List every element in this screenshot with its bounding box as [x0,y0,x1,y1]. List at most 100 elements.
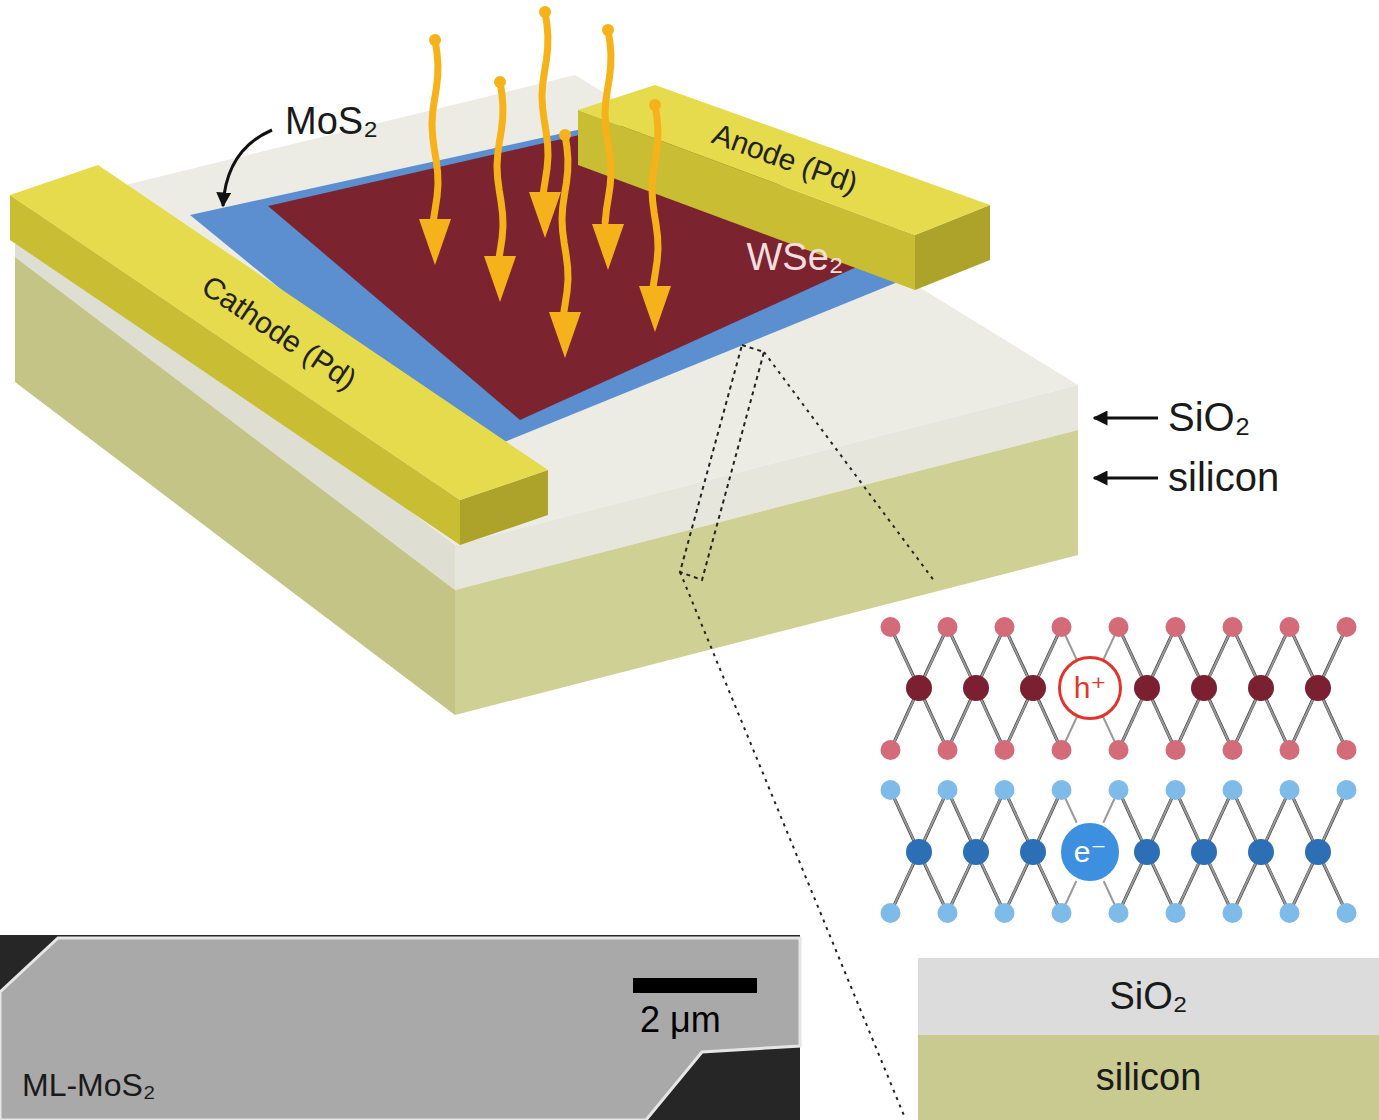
wse2-lattice-chalcogen [938,740,958,760]
mos2-lattice-chalcogen [1052,903,1072,923]
wse2-lattice-bond [1176,627,1233,750]
wse2-lattice-bond [948,627,1005,750]
mos2-lattice-bond [891,790,948,913]
light-ray [497,82,503,262]
wse2-lattice-bond [891,627,948,750]
mos2-lattice-chalcogen [995,903,1015,923]
mos2-lattice-chalcogen [1109,903,1129,923]
electron-carrier-label: e⁻ [1074,835,1107,870]
zoom-region [680,345,764,580]
mos2-lattice-metal [1134,839,1160,865]
wse2-lattice-bond [1119,627,1176,750]
silicon-band: silicon [918,1035,1379,1120]
wse2-lattice-bond [1233,627,1290,750]
mos2-lattice-chalcogen [1166,780,1186,800]
light-ray [652,105,658,285]
wse2-lattice-bond [1290,627,1347,750]
callout-arrow [1094,477,1158,480]
sem-image: 2 μm ML-MoS₂ [0,935,800,1120]
wse2-lattice-metal [1134,675,1160,701]
mos2-lattice-bond [1119,790,1176,913]
wse2-lattice-metal [1191,675,1217,701]
zoom-leader [764,352,935,582]
mos2-lattice-bond [1176,790,1233,913]
light-ray-head [639,286,671,332]
wse2-lattice-chalcogen [1166,740,1186,760]
wse2-lattice-chalcogen [1280,740,1300,760]
wse2-lattice-chalcogen [995,740,1015,760]
mos2-lattice-metal [1248,839,1274,865]
mos2-lattice-chalcogen [1337,903,1357,923]
mos2-lattice-chalcogen [938,780,958,800]
light-ray-head [419,219,451,265]
wse2-layer: WSe₂ [740,234,849,282]
wse2-lattice-chalcogen [1223,617,1243,637]
wse2-lattice-metal [963,675,989,701]
mos2-lattice-bond [1290,790,1347,913]
scale-label: 2 μm [640,999,721,1040]
wse2-lattice-chalcogen [1109,740,1129,760]
light-ray [562,135,568,315]
sio2-callout: SiO₂ [1168,394,1250,440]
mos2-lattice-chalcogen [1337,780,1357,800]
sem-background [0,935,800,1120]
mos2-lattice-chalcogen [1280,780,1300,800]
callout-arrow [223,130,272,206]
wse2-lattice-chalcogen [1223,740,1243,760]
light-ray-tail [494,76,506,88]
sio2-band: SiO₂ [918,958,1379,1035]
electron-carrier: e⁻ [1058,820,1122,884]
wse2-lattice-bond [948,627,1005,750]
light-ray-tail [602,24,614,36]
mos2-lattice-chalcogen [938,903,958,923]
light-ray-tail [429,34,441,46]
light-ray-head [529,192,561,238]
light-ray-tail [539,6,551,18]
mos2-lattice-bond [1119,790,1176,913]
mos2-lattice-bond [948,790,1005,913]
wse2-lattice-bond [1176,627,1233,750]
wse2-lattice-bond [1119,627,1176,750]
wse2-lattice-chalcogen [1109,617,1129,637]
mos2-lattice-chalcogen [1280,903,1300,923]
light-ray [605,30,611,222]
anode-bar-top [578,85,990,235]
mos2-lattice-chalcogen [1223,780,1243,800]
hole-carrier-label: h⁺ [1074,671,1107,706]
mos2-lattice-bond [1290,790,1347,913]
wse2-lattice-bond [891,627,948,750]
wse2-lattice-bond [1233,627,1290,750]
mos2-lattice-metal [1020,839,1046,865]
wse2-lattice-chalcogen [1280,617,1300,637]
hole-carrier: h⁺ [1058,656,1122,720]
silicon-callout: silicon [1168,454,1279,500]
mos2-lattice-bond [1005,790,1062,913]
mos2-lattice-bond [948,790,1005,913]
mos2-lattice-metal [963,839,989,865]
wse2-lattice-chalcogen [1052,740,1072,760]
wse2-lattice-chalcogen [881,617,901,637]
scale-bar [633,978,757,993]
wse2-lattice-metal [1248,675,1274,701]
wse2-lattice-metal [1020,675,1046,701]
light-ray-head [549,312,581,358]
mos2-lattice-bond [1176,790,1233,913]
mos2-callout: MoS₂ [285,100,378,144]
wse2-lattice-metal [906,675,932,701]
mos2-lattice-chalcogen [1109,780,1129,800]
mos2-lattice-chalcogen [881,903,901,923]
mos2-lattice-bond [1233,790,1290,913]
wse2-lattice-bond [1005,627,1062,750]
mos2-lattice-chalcogen [1052,780,1072,800]
sem-flake [0,938,800,1120]
wse2-layer-label: WSe₂ [746,236,843,278]
flake-label: ML-MoS₂ [22,1067,155,1104]
light-ray [542,12,548,192]
wse2-lattice-chalcogen [995,617,1015,637]
mos2-lattice-chalcogen [995,780,1015,800]
light-ray [432,40,438,220]
silicon-band-label: silicon [1096,1056,1202,1100]
wse2-lattice-chalcogen [1337,617,1357,637]
